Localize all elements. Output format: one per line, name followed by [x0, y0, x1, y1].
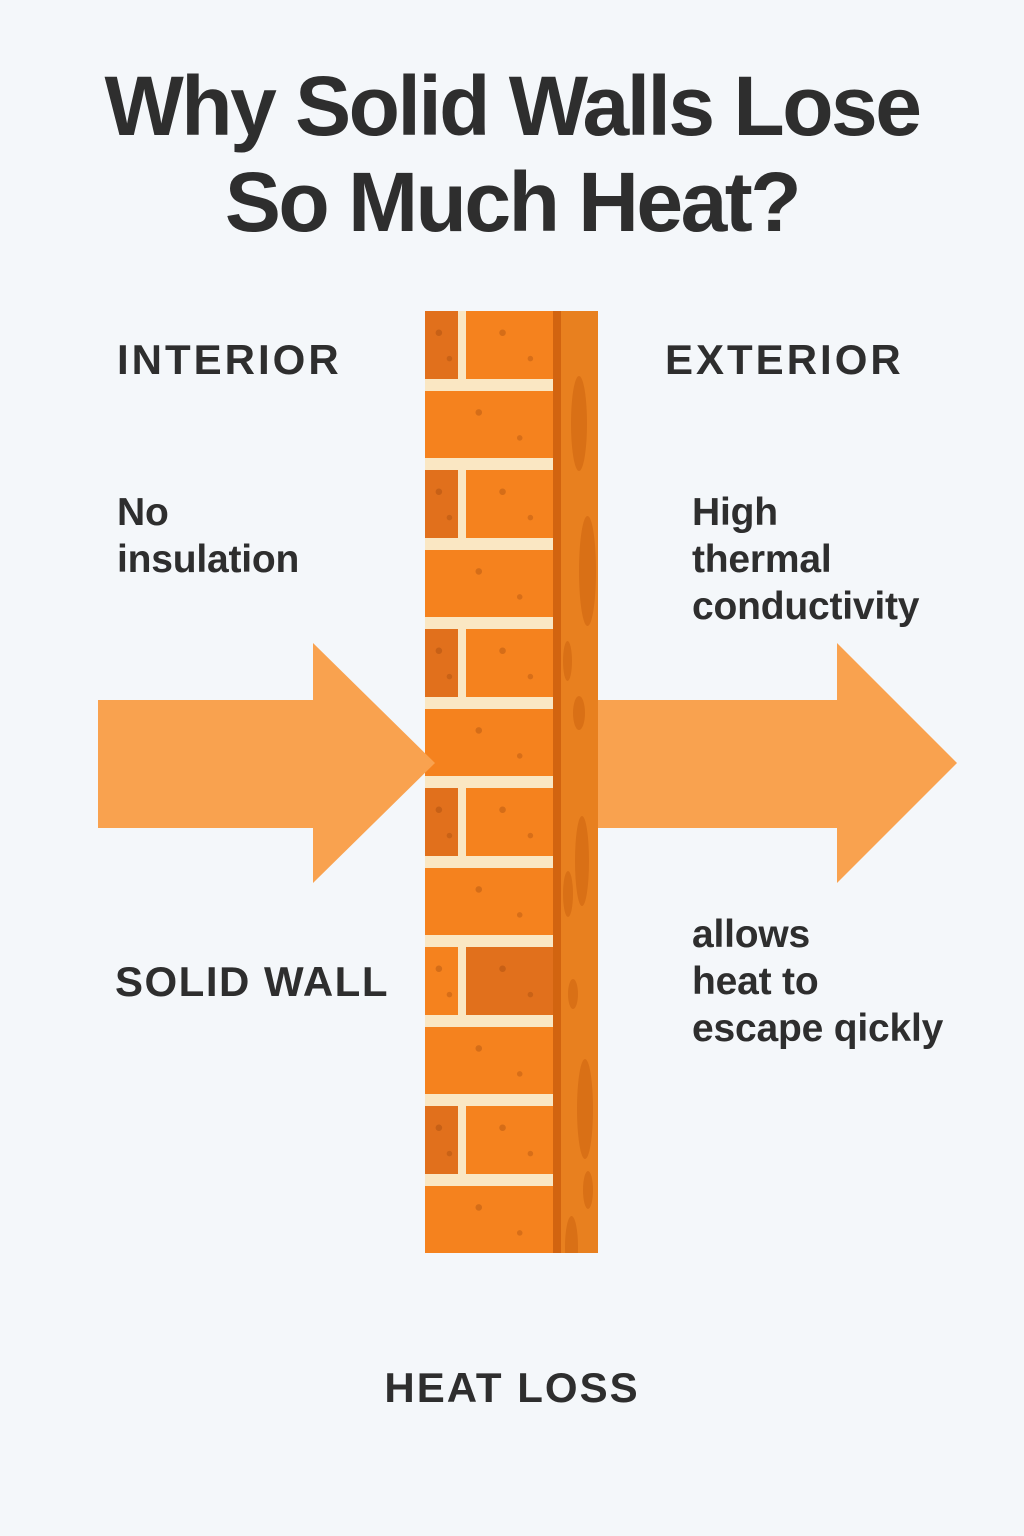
- brick: [425, 788, 458, 856]
- brick: [425, 470, 458, 538]
- wall-texture-spot: [573, 696, 585, 730]
- brick-wall-side-edge: [553, 311, 598, 1253]
- wall-texture-spot: [583, 1171, 593, 1209]
- wall-texture-spot: [575, 816, 589, 906]
- heat-arrow-right: [598, 643, 957, 883]
- brick: [425, 549, 553, 617]
- brick: [466, 311, 553, 379]
- brick-row: [425, 947, 553, 1015]
- brick: [425, 1026, 553, 1094]
- brick-row: [425, 470, 553, 538]
- wall-texture-spot: [563, 641, 572, 681]
- interior-label: INTERIOR: [117, 336, 342, 383]
- page-title: Why Solid Walls Lose So Much Heat?: [104, 59, 922, 249]
- solid-wall-label: SOLID WALL: [115, 958, 389, 1005]
- brick-row: [425, 708, 553, 776]
- brick-row: [425, 390, 553, 458]
- wall-texture-spot: [563, 871, 573, 917]
- brick: [425, 1106, 458, 1174]
- high-thermal-conductivity-note: High thermal conductivity: [692, 491, 920, 628]
- brick-row: [425, 1185, 553, 1253]
- brick: [425, 708, 553, 776]
- heat-escape-note: allows heat to escape qickly: [692, 913, 944, 1050]
- no-insulation-note: No insulation: [117, 491, 300, 581]
- heat-arrow-left: [98, 643, 435, 883]
- brick-row: [425, 1026, 553, 1094]
- brick-row: [425, 629, 553, 697]
- brick-row: [425, 1106, 553, 1174]
- brick-row: [425, 549, 553, 617]
- brick: [425, 629, 458, 697]
- brick: [425, 947, 458, 1015]
- wall-texture-spot: [577, 1059, 593, 1159]
- brick-row: [425, 311, 553, 379]
- brick-wall-face: [425, 311, 553, 1253]
- brick: [466, 1106, 553, 1174]
- brick-row: [425, 867, 553, 935]
- brick: [425, 311, 458, 379]
- wall-texture-spot: [565, 1216, 578, 1253]
- brick: [466, 788, 553, 856]
- wall-texture-spot: [571, 376, 587, 471]
- exterior-label: EXTERIOR: [665, 336, 904, 383]
- wall-texture-spot: [568, 979, 578, 1009]
- brick: [466, 470, 553, 538]
- brick-wall: [425, 311, 598, 1253]
- wall-texture-spot: [579, 516, 596, 626]
- brick: [425, 1185, 553, 1253]
- brick: [466, 947, 553, 1015]
- brick: [425, 390, 553, 458]
- brick: [466, 629, 553, 697]
- heat-loss-label: HEAT LOSS: [384, 1364, 640, 1411]
- brick-row: [425, 788, 553, 856]
- brick: [425, 867, 553, 935]
